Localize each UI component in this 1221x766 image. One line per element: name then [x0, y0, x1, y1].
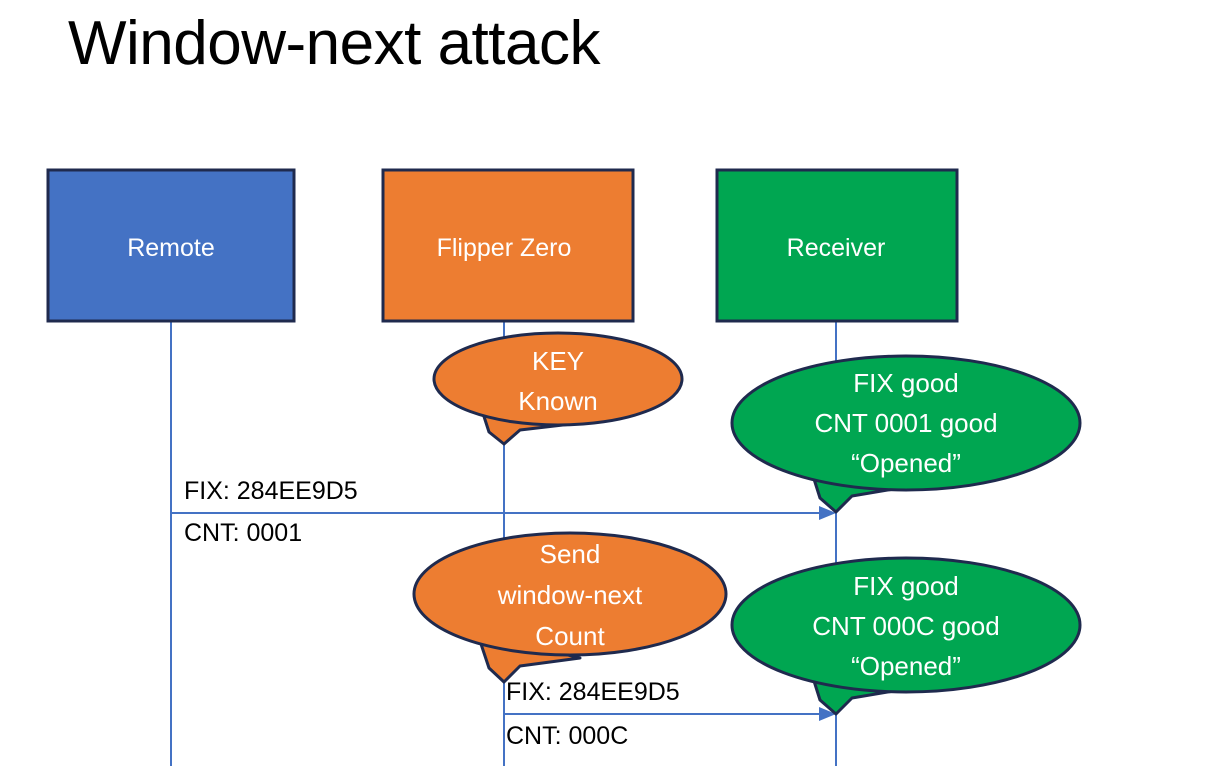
message-fix-label: FIX: 284EE9D5 [506, 678, 680, 706]
actor-label-receiver: Receiver [787, 234, 886, 262]
bubble-line: CNT 000C good [812, 611, 999, 641]
bubble-line: FIX good [853, 368, 959, 398]
message-flipper-to-receiver[interactable]: FIX: 284EE9D5 CNT: 000C [504, 678, 836, 750]
actor-box-receiver[interactable]: Receiver [715, 168, 959, 323]
speech-bubble-send-window-next-count[interactable]: Send window-next Count [412, 531, 728, 684]
actor-box-remote[interactable]: Remote [46, 168, 296, 323]
bubble-body [730, 556, 1082, 694]
message-fix-label: FIX: 284EE9D5 [184, 477, 358, 505]
bubble-line: “Opened” [851, 651, 961, 681]
speech-bubble-key-known[interactable]: KEY Known [432, 331, 684, 446]
bubble-line: Send [540, 539, 601, 569]
message-cnt-label: CNT: 000C [506, 722, 628, 750]
actor-box-rect [715, 168, 959, 323]
bubble-body [412, 531, 728, 657]
bubble-line: Count [535, 621, 605, 651]
message-arrowhead [819, 506, 836, 520]
actor-box-flipper-zero[interactable]: Flipper Zero [381, 168, 635, 323]
actor-box-rect [381, 168, 635, 323]
message-arrowhead [819, 707, 836, 721]
bubble-line: KEY [532, 346, 584, 376]
speech-bubble-receiver-first-ok[interactable]: FIX good CNT 0001 good “Opened” [730, 354, 1082, 514]
message-remote-to-receiver[interactable]: FIX: 284EE9D5 CNT: 0001 [171, 477, 836, 547]
actor-label-flipper-zero: Flipper Zero [437, 234, 572, 262]
speech-bubble-receiver-second-ok[interactable]: FIX good CNT 000C good “Opened” [730, 556, 1082, 716]
bubble-line: Known [518, 386, 598, 416]
bubble-body [432, 331, 684, 427]
bubble-line: CNT 0001 good [814, 408, 997, 438]
bubble-line: FIX good [853, 571, 959, 601]
bubble-body [730, 354, 1082, 492]
page-title: Window-next attack [68, 9, 601, 78]
bubble-line: window-next [497, 580, 643, 610]
message-cnt-label: CNT: 0001 [184, 519, 302, 547]
bubble-line: “Opened” [851, 448, 961, 478]
actor-box-rect [46, 168, 296, 323]
actor-label-remote: Remote [127, 234, 215, 262]
